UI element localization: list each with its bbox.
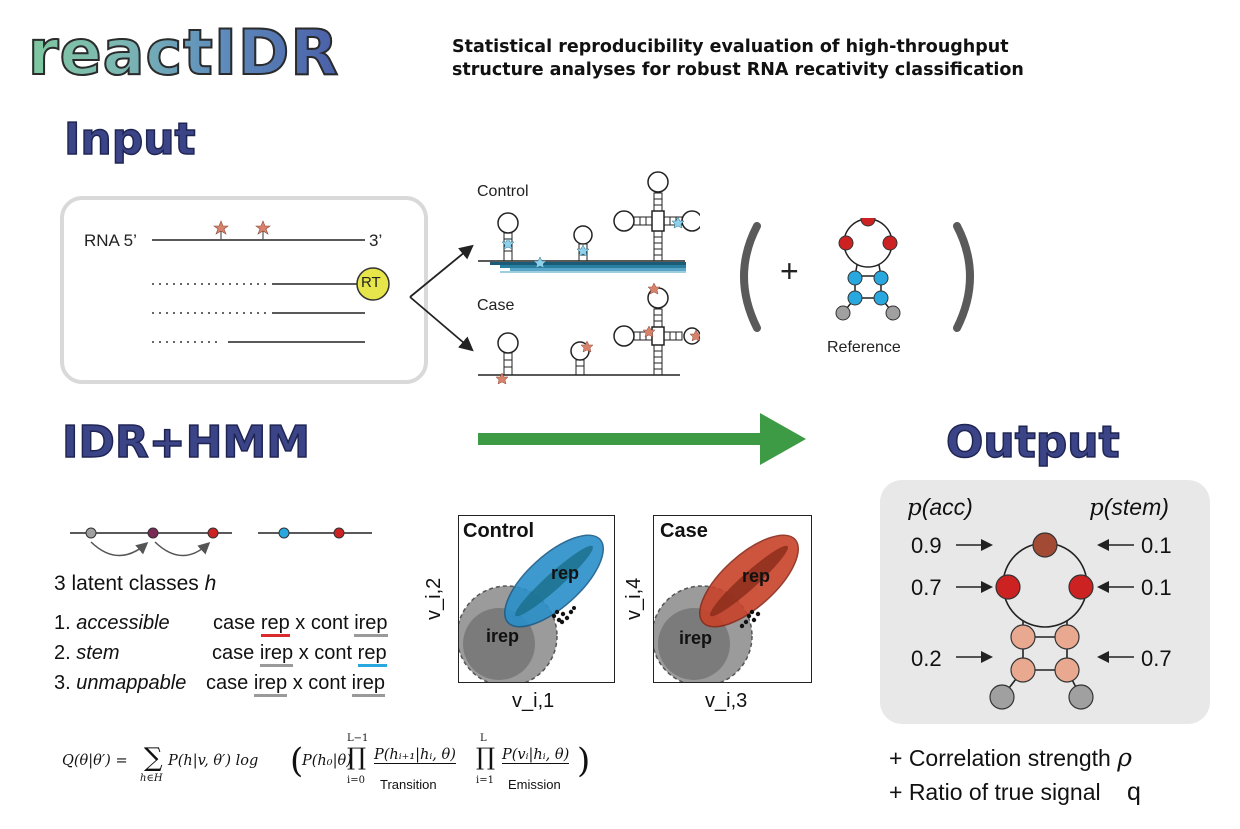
output-title: Output	[945, 417, 1120, 468]
control-plot-title: Control	[463, 520, 535, 542]
stem-node	[1010, 624, 1036, 650]
true-signal-ratio-line: + Ratio of true signal q	[889, 778, 1141, 806]
node-acc-0.7-right	[1068, 574, 1094, 600]
acc-value-3: 0.2	[911, 646, 942, 671]
idr-hmm-title: IDR+HMM	[61, 417, 311, 468]
latent-classes-text: 3 latent classes h	[54, 572, 217, 595]
node-acc-0.7-left	[995, 574, 1021, 600]
p-stem-label: p(stem)	[1089, 494, 1169, 521]
hidden-state-node	[85, 527, 97, 539]
transition-arrow	[154, 541, 211, 557]
class-row-1: 1. accessible case rep x cont irep	[54, 612, 434, 637]
unmappable-node	[1068, 684, 1094, 710]
rna-structures-diagram	[478, 171, 700, 385]
control-structure	[478, 171, 700, 273]
open-paren	[740, 222, 761, 332]
branch-arrows	[409, 244, 474, 352]
class-row-2: 2. stem case irep x cont rep	[54, 642, 434, 667]
outlier-points	[739, 609, 761, 629]
arrow-to-case	[409, 296, 474, 352]
control-rep-label: rep	[551, 563, 580, 583]
arrow-to-control	[409, 244, 474, 298]
rt-label: RT	[361, 274, 381, 291]
outlier-points	[551, 606, 576, 625]
node-acc-0.9	[1032, 532, 1058, 558]
reference-label: Reference	[827, 339, 901, 356]
plus-sign: +	[780, 253, 799, 289]
case-rep-label: rep	[742, 566, 771, 586]
green-flow-arrow	[478, 413, 806, 465]
case-y-axis-label: v_i,4	[623, 577, 645, 620]
subtitle-line-1: Statistical reproducibility evaluation o…	[452, 37, 1009, 57]
hmm-chain-diagram	[70, 527, 372, 557]
reference-group	[740, 218, 974, 332]
unmappable-node	[989, 684, 1015, 710]
reference-structure-icon	[835, 218, 901, 321]
case-structure	[478, 282, 700, 385]
subtitle-line-2: structure analyses for robust RNA recati…	[452, 60, 1024, 80]
rep-ellipse	[503, 534, 605, 628]
modification-star-icon	[255, 220, 271, 235]
p-acc-label: p(acc)	[907, 494, 973, 521]
rna-3-label: 3’	[369, 231, 383, 250]
correlation-strength-line: + Correlation strength ρ	[889, 743, 1132, 772]
acc-value-1: 0.9	[911, 533, 942, 558]
case-plot-title: Case	[660, 520, 708, 542]
close-paren	[953, 222, 974, 332]
hidden-state-node	[207, 527, 219, 539]
q-symbol: q	[1126, 778, 1141, 806]
stem-value-1: 0.1	[1141, 533, 1172, 558]
stem-node	[1054, 657, 1080, 683]
case-scatter-plot: Case rep irep	[653, 515, 812, 683]
stem-node	[1010, 657, 1036, 683]
rho-symbol: ρ	[1117, 743, 1132, 772]
modification-star-icon	[213, 220, 229, 235]
control-scatter-plot: Control rep irep	[458, 515, 615, 683]
stem-node	[1054, 624, 1080, 650]
rna-reads-diagram	[152, 220, 390, 343]
stem-value-3: 0.7	[1141, 646, 1172, 671]
control-y-axis-label: v_i,2	[423, 577, 445, 620]
case-x-axis-label: v_i,3	[705, 690, 748, 712]
output-box	[880, 480, 1210, 724]
stem-value-2: 0.1	[1141, 575, 1172, 600]
hidden-state-node	[278, 527, 290, 539]
reactidr-logo: reactIDR	[27, 16, 340, 89]
hidden-state-node	[147, 527, 159, 539]
subtitle: Statistical reproducibility evaluation o…	[452, 36, 1024, 82]
rep-ellipse	[698, 534, 800, 628]
q-function-formula: Q(θ|θ′) = ∑ h∈H P(h|v, θ′) log ( P(h₀|θ)…	[62, 733, 591, 792]
transition-arrow	[90, 541, 149, 557]
latent-var: h	[204, 572, 217, 595]
control-irep-label: irep	[486, 626, 520, 646]
rt-enzyme-icon	[356, 267, 390, 301]
class-row-3: 3. unmappable case irep x cont irep	[54, 672, 434, 697]
control-label: Control	[477, 183, 529, 200]
case-irep-label: irep	[679, 628, 713, 648]
input-title: Input	[63, 114, 196, 165]
acc-value-2: 0.7	[911, 575, 942, 600]
output-structure-diagram	[956, 532, 1134, 710]
control-x-axis-label: v_i,1	[512, 690, 555, 712]
hidden-state-node	[333, 527, 345, 539]
rna-5-label: RNA 5’	[84, 231, 137, 250]
case-label: Case	[477, 297, 515, 314]
